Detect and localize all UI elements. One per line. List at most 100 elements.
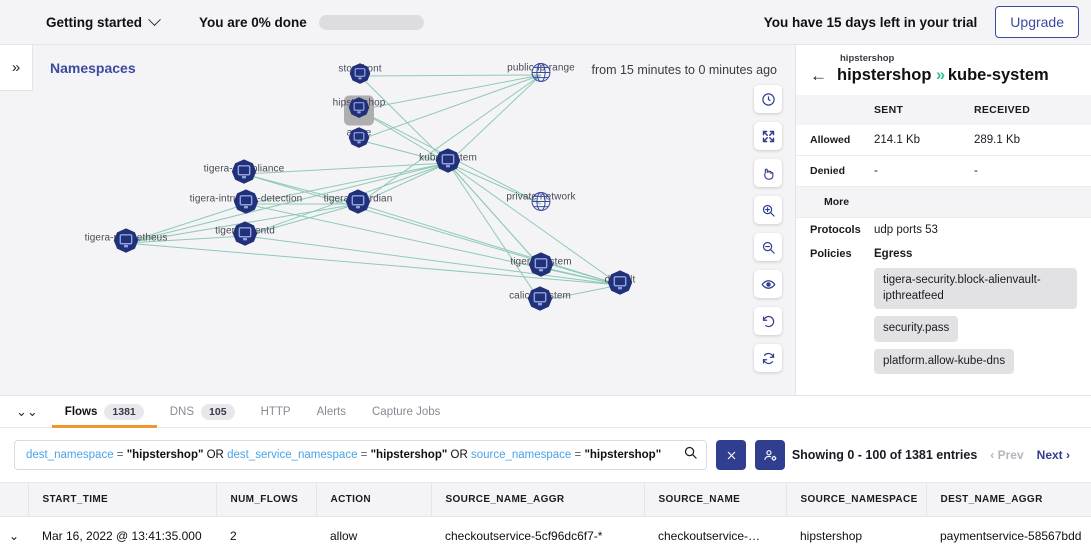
graph-node-storefront[interactable]: storefront — [338, 63, 382, 90]
clear-search-button[interactable] — [716, 440, 746, 470]
chevron-down-icon[interactable]: ⌄ — [0, 516, 28, 551]
details-target: kube-system — [947, 66, 1049, 84]
namespace-icon — [233, 189, 259, 219]
user-settings-icon[interactable] — [755, 440, 785, 470]
column-header-dest_name_aggr[interactable]: DEST_NAME_AGGR — [926, 482, 1091, 517]
graph-node-tigera-fluentd[interactable]: tigera-fluentd — [215, 221, 275, 252]
globe-icon — [530, 63, 552, 88]
prev-page-button[interactable]: ‹ Prev — [990, 448, 1024, 462]
tab-badge: 105 — [201, 403, 235, 420]
policies-direction: Egress — [874, 248, 913, 260]
stats-col-received: RECEIVED — [974, 104, 1031, 116]
double-chevron-right-icon: » — [11, 59, 21, 76]
double-chevron-down-icon[interactable]: ⌄⌄ — [16, 403, 38, 419]
column-header-num_flows[interactable]: NUM_FLOWS — [216, 482, 317, 517]
stats-header-row: SENT RECEIVED — [796, 95, 1091, 125]
query-token: "hipstershop" — [370, 449, 448, 461]
tab-alerts[interactable]: Alerts — [304, 396, 359, 428]
column-header-source_name_aggr[interactable]: SOURCE_NAME_AGGR — [431, 482, 645, 517]
stats-col-blank — [796, 95, 874, 125]
tab-label: Flows — [64, 405, 98, 418]
next-page-button[interactable]: Next › — [1036, 448, 1070, 462]
graph-node-calico-system[interactable]: calico-system — [509, 286, 571, 317]
details-source: hipstershop — [837, 66, 932, 84]
graph-edge — [125, 235, 246, 244]
tab-capture-jobs[interactable]: Capture Jobs — [359, 396, 453, 428]
more-section-header[interactable]: More — [796, 186, 1091, 218]
policy-pill[interactable]: security.pass — [874, 316, 959, 342]
stats-col-sent: SENT — [874, 104, 904, 116]
query-token: = — [113, 449, 127, 461]
clock-icon[interactable] — [754, 85, 782, 113]
cell-num_flows: 2 — [216, 516, 316, 551]
graph-edge — [447, 74, 542, 164]
column-header-source_name[interactable]: SOURCE_NAME — [644, 482, 787, 517]
back-arrow-icon[interactable]: ← — [810, 66, 827, 85]
graph-node-tigera-compliance[interactable]: tigera-compliance — [204, 159, 284, 190]
pagination: Showing 0 - 100 of 1381 entries ‹ Prev N… — [792, 448, 1077, 462]
query-token: OR — [447, 449, 471, 461]
sidebar-expand-button[interactable]: » — [0, 45, 33, 91]
search-input[interactable]: dest_namespace = "hipstershop" OR dest_s… — [14, 440, 707, 470]
tab-http[interactable]: HTTP — [248, 396, 304, 428]
eye-icon[interactable] — [754, 270, 782, 298]
graph-time-range: from 15 minutes to 0 minutes ago — [591, 63, 777, 77]
search-icon[interactable] — [683, 445, 698, 465]
column-header-start_time[interactable]: START_TIME — [28, 482, 217, 517]
policy-pill[interactable]: tigera-security.block-alienvault-ipthrea… — [874, 268, 1077, 310]
namespace-icon — [435, 148, 461, 178]
namespace-icon — [607, 270, 633, 300]
column-header-source_namespace[interactable]: SOURCE_NAMESPACE — [786, 482, 927, 517]
graph-edge — [245, 162, 449, 205]
refresh-icon[interactable] — [754, 344, 782, 372]
namespace-graph[interactable]: Namespaces from 15 minutes to 0 minutes … — [33, 45, 795, 395]
graph-edge — [243, 173, 621, 286]
details-header: hipstershop ← hipstershop » kube-system — [796, 45, 1091, 95]
graph-node-tigera-system[interactable]: tigera-system — [510, 252, 572, 283]
flow-direction-arrow: » — [936, 66, 945, 84]
graph-node-acme[interactable]: acme — [347, 127, 371, 154]
sidebar-rail-filler — [0, 91, 33, 395]
graph-edge — [539, 284, 621, 302]
graph-node-public-ip-range[interactable]: public-ip-range — [507, 62, 575, 89]
graph-edge — [357, 203, 621, 286]
policy-pill[interactable]: platform.allow-kube-dns — [874, 348, 1015, 375]
graph-node-hipstershop[interactable]: hipstershop — [333, 97, 385, 124]
zoom-in-icon[interactable] — [754, 196, 782, 224]
graph-node-private-network[interactable]: private network — [506, 191, 576, 218]
namespace-icon — [232, 221, 258, 251]
graph-node-tigera-prometheus[interactable]: tigera-prometheus — [85, 228, 167, 259]
graph-node-kube-system[interactable]: kube-system — [419, 148, 477, 179]
graph-edge — [243, 173, 359, 205]
cell-dest_name_aggr: paymentservice-58567bdd — [926, 516, 1091, 551]
progress-label: You are 0% done — [199, 14, 307, 30]
query-token: dest_namespace — [26, 449, 114, 461]
undo-icon[interactable] — [754, 307, 782, 335]
graph-node-default[interactable]: default — [605, 270, 635, 301]
tab-label: HTTP — [260, 405, 291, 418]
graph-node-label: private network — [506, 191, 576, 203]
getting-started-menu[interactable]: Getting started — [46, 12, 161, 30]
hand-icon[interactable] — [754, 159, 782, 187]
stats-row-sent: 214.1 Kb — [874, 134, 921, 146]
zoom-out-icon[interactable] — [754, 233, 782, 261]
graph-edge — [358, 74, 542, 141]
getting-started-label: Getting started — [46, 14, 143, 30]
upgrade-button[interactable]: Upgrade — [995, 6, 1079, 38]
namespace-icon — [231, 159, 257, 189]
expand-icon[interactable] — [754, 122, 782, 150]
cell-action: allow — [316, 516, 431, 551]
graph-node-tigera-intrusion-detection[interactable]: tigera-intrusion-detection — [190, 189, 302, 220]
stats-row-label: Allowed — [810, 134, 851, 146]
graph-node-tigera-guardian[interactable]: tigera-guardian — [324, 189, 392, 220]
query-token: = — [357, 449, 371, 461]
graph-edge — [245, 203, 621, 286]
graph-edge — [244, 203, 359, 237]
column-header-action[interactable]: ACTION — [316, 482, 432, 517]
table-row: Allowed 214.1 Kb 289.1 Kb — [796, 125, 1091, 156]
